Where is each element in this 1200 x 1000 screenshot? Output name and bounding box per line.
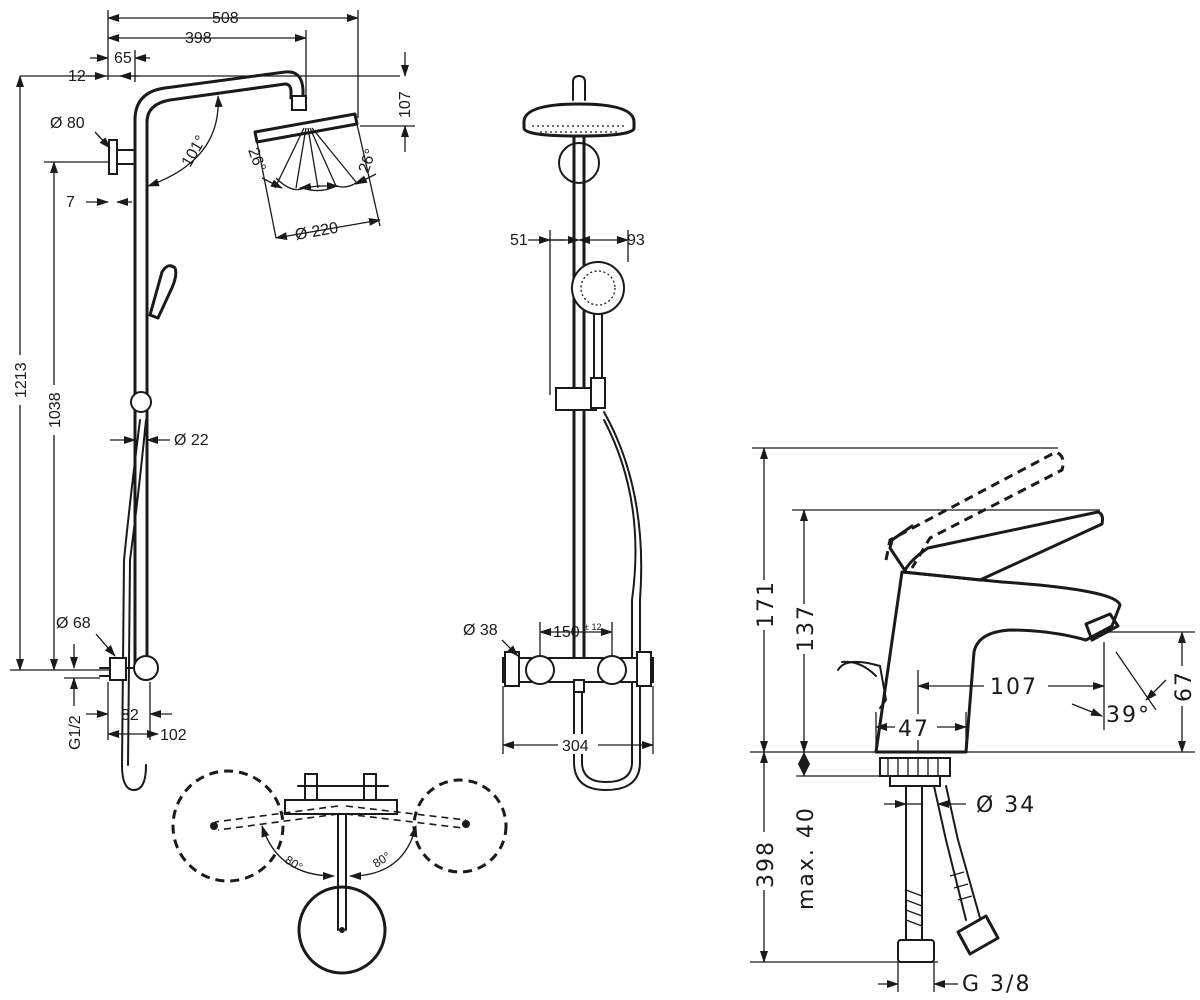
mixer-knob-side: [133, 655, 159, 681]
swing-circle-left: [171, 769, 285, 883]
dim-67: 67: [1172, 670, 1197, 702]
dim-d220: Ø 220: [294, 220, 340, 244]
hand-shower-front: [571, 261, 625, 315]
mixer-knob-left: [525, 655, 555, 685]
mounting-nut: [879, 757, 951, 777]
dim-d80: Ø 80: [50, 115, 85, 132]
shower-side-view: 508 398 65 12 107 Ø 80 101° 26° 26°: [10, 10, 415, 791]
hose-front: [573, 411, 643, 791]
dim-d68: Ø 68: [56, 615, 91, 632]
dim-26deg-left: 26°: [244, 146, 268, 175]
hand-shower-side: [148, 264, 178, 320]
dim-1213: 1213: [13, 362, 30, 398]
slider-knob: [130, 391, 152, 413]
aerator: [1084, 612, 1120, 642]
arm-plan-left: [214, 805, 339, 831]
basin-faucet-view: 171 137 107 67 39° 47 Ø 34 398: [750, 447, 1197, 997]
hose-side: [121, 419, 147, 791]
shower-arm: [133, 70, 305, 122]
dim-102: 102: [160, 727, 187, 744]
dim-g38: G 3/8: [962, 972, 1031, 997]
shower-plan-view: 80° 80°: [171, 769, 508, 975]
dim-65: 65: [114, 50, 132, 67]
dim-max40: max. 40: [794, 806, 819, 910]
connector-nut-right: [956, 914, 1000, 956]
dim-12: 12: [68, 68, 86, 85]
dim-304: 304: [562, 738, 589, 755]
dim-51: 51: [510, 232, 528, 249]
dim-80deg-right: 80°: [370, 849, 393, 871]
dim-1038: 1038: [47, 392, 64, 428]
lever-open-outline: [884, 450, 1065, 569]
faucet-body: [874, 570, 1122, 754]
dim-47: 47: [898, 717, 930, 742]
dim-7: 7: [66, 194, 75, 211]
lever-closed: [902, 510, 1104, 582]
supply-hose-left: [905, 785, 923, 941]
dim-150: 150: [553, 624, 580, 641]
head-joint: [291, 95, 307, 111]
connector-nut-left: [897, 939, 935, 963]
pop-up-rod: [837, 660, 887, 709]
arm-plan-right: [345, 805, 467, 829]
dim-82: 82: [121, 707, 139, 724]
dim-398-hose: 398: [754, 840, 779, 888]
riser-rod: [133, 118, 149, 667]
head-circle-front: [297, 885, 387, 975]
dim-398: 398: [185, 30, 212, 47]
dim-508: 508: [212, 10, 239, 27]
shower-front-view: 51 93 Ø 38 150 ± 12 304: [463, 75, 654, 791]
supply-hose-right: [933, 785, 981, 921]
dim-107-head: 107: [397, 91, 414, 118]
wall-bracket-front: [558, 142, 600, 184]
dim-137: 137: [794, 604, 819, 652]
dim-107-spout: 107: [990, 675, 1038, 700]
dim-150-tolerance: ± 12: [584, 622, 601, 632]
overhead-shower-front: [522, 102, 636, 138]
mixer-body-side: [109, 657, 127, 681]
mixer-knob-right: [597, 655, 627, 685]
wall-bracket-top: [108, 139, 118, 175]
mixer-bar-plan: [284, 799, 398, 815]
dim-93: 93: [627, 232, 645, 249]
dim-d38: Ø 38: [463, 622, 498, 639]
dim-d22: Ø 22: [174, 432, 209, 449]
dim-d34: Ø 34: [976, 793, 1036, 818]
arm-plan-center: [337, 813, 347, 931]
dim-g12: G1/2: [67, 715, 84, 750]
dim-39deg: 39°: [1106, 703, 1151, 728]
dim-171: 171: [754, 580, 779, 628]
dim-101deg: 101°: [179, 133, 210, 170]
swing-circle-right: [412, 778, 508, 874]
